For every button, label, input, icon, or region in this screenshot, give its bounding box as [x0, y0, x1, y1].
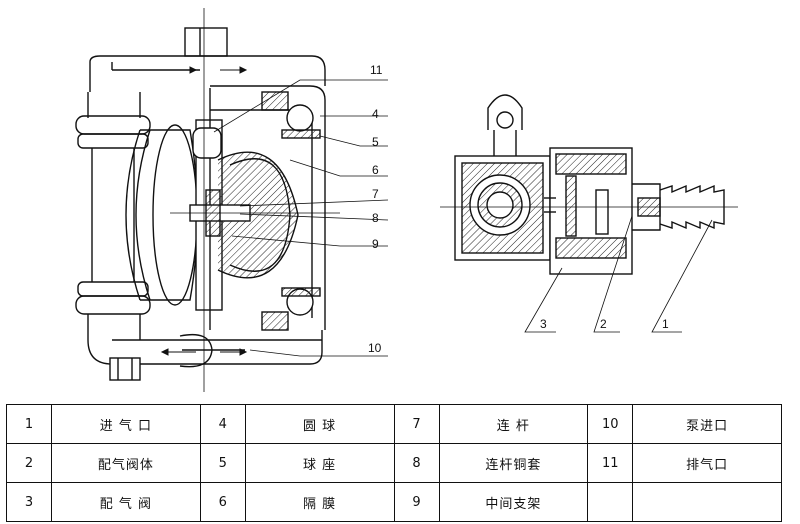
- part-name: 隔 膜: [244, 482, 395, 522]
- part-number: 6: [199, 482, 246, 522]
- part-number: 8: [393, 443, 440, 483]
- part-number: 9: [393, 482, 440, 522]
- pump-cross-section-drawing: 11 4 5 6 7 8 9 10: [75, 8, 738, 392]
- part-name: 连 杆: [438, 404, 589, 444]
- callout-8: 8: [372, 211, 379, 225]
- callout-7: 7: [372, 187, 379, 201]
- part-number: 1: [6, 404, 52, 444]
- centerlines: [170, 8, 340, 392]
- parts-list-table: 1 进 气 口 4 圆 球 7 连 杆 10 泵进口 2 配气阀体 5 球 座 …: [6, 404, 782, 522]
- part-number: 7: [393, 404, 440, 444]
- callout-numbers-left: 11 4 5 6 7 8 9 10: [368, 63, 383, 355]
- part-name: 配 气 阀: [51, 482, 201, 522]
- part-number: [587, 482, 634, 522]
- callout-2: 2: [600, 317, 607, 331]
- part-name: 球 座: [244, 443, 395, 483]
- callout-11: 11: [370, 63, 383, 77]
- part-number: 10: [587, 404, 634, 444]
- part-name: 连杆铜套: [438, 443, 589, 483]
- callout-1: 1: [662, 317, 669, 331]
- part-name: 排气口: [632, 443, 782, 483]
- part-number: 2: [6, 443, 52, 483]
- callout-10: 10: [368, 341, 382, 355]
- pump-main-section: [75, 27, 326, 381]
- callout-5: 5: [372, 135, 379, 149]
- part-name: 进 气 口: [51, 404, 201, 444]
- callout-9: 9: [372, 237, 379, 251]
- part-number: 11: [587, 443, 634, 483]
- leader-lines-right: [524, 215, 713, 333]
- table-row: 3 配 气 阀 6 隔 膜 9 中间支架: [6, 482, 782, 522]
- part-name: 圆 球: [244, 404, 395, 444]
- part-name: [632, 482, 782, 522]
- part-name: 泵进口: [632, 404, 782, 444]
- callout-3: 3: [540, 317, 547, 331]
- part-number: 4: [199, 404, 246, 444]
- table-row: 1 进 气 口 4 圆 球 7 连 杆 10 泵进口: [6, 404, 782, 444]
- leader-lines-left: [213, 79, 389, 357]
- part-number: 3: [6, 482, 52, 522]
- callout-4: 4: [372, 107, 379, 121]
- flow-arrows: [160, 66, 248, 356]
- part-number: 5: [199, 443, 246, 483]
- air-valve-section: [454, 94, 725, 275]
- table-row: 2 配气阀体 5 球 座 8 连杆铜套 11 排气口: [6, 443, 782, 483]
- part-name: 中间支架: [438, 482, 589, 522]
- callout-6: 6: [372, 163, 379, 177]
- part-name: 配气阀体: [51, 443, 201, 483]
- callout-numbers-right: 3 2 1: [540, 317, 669, 331]
